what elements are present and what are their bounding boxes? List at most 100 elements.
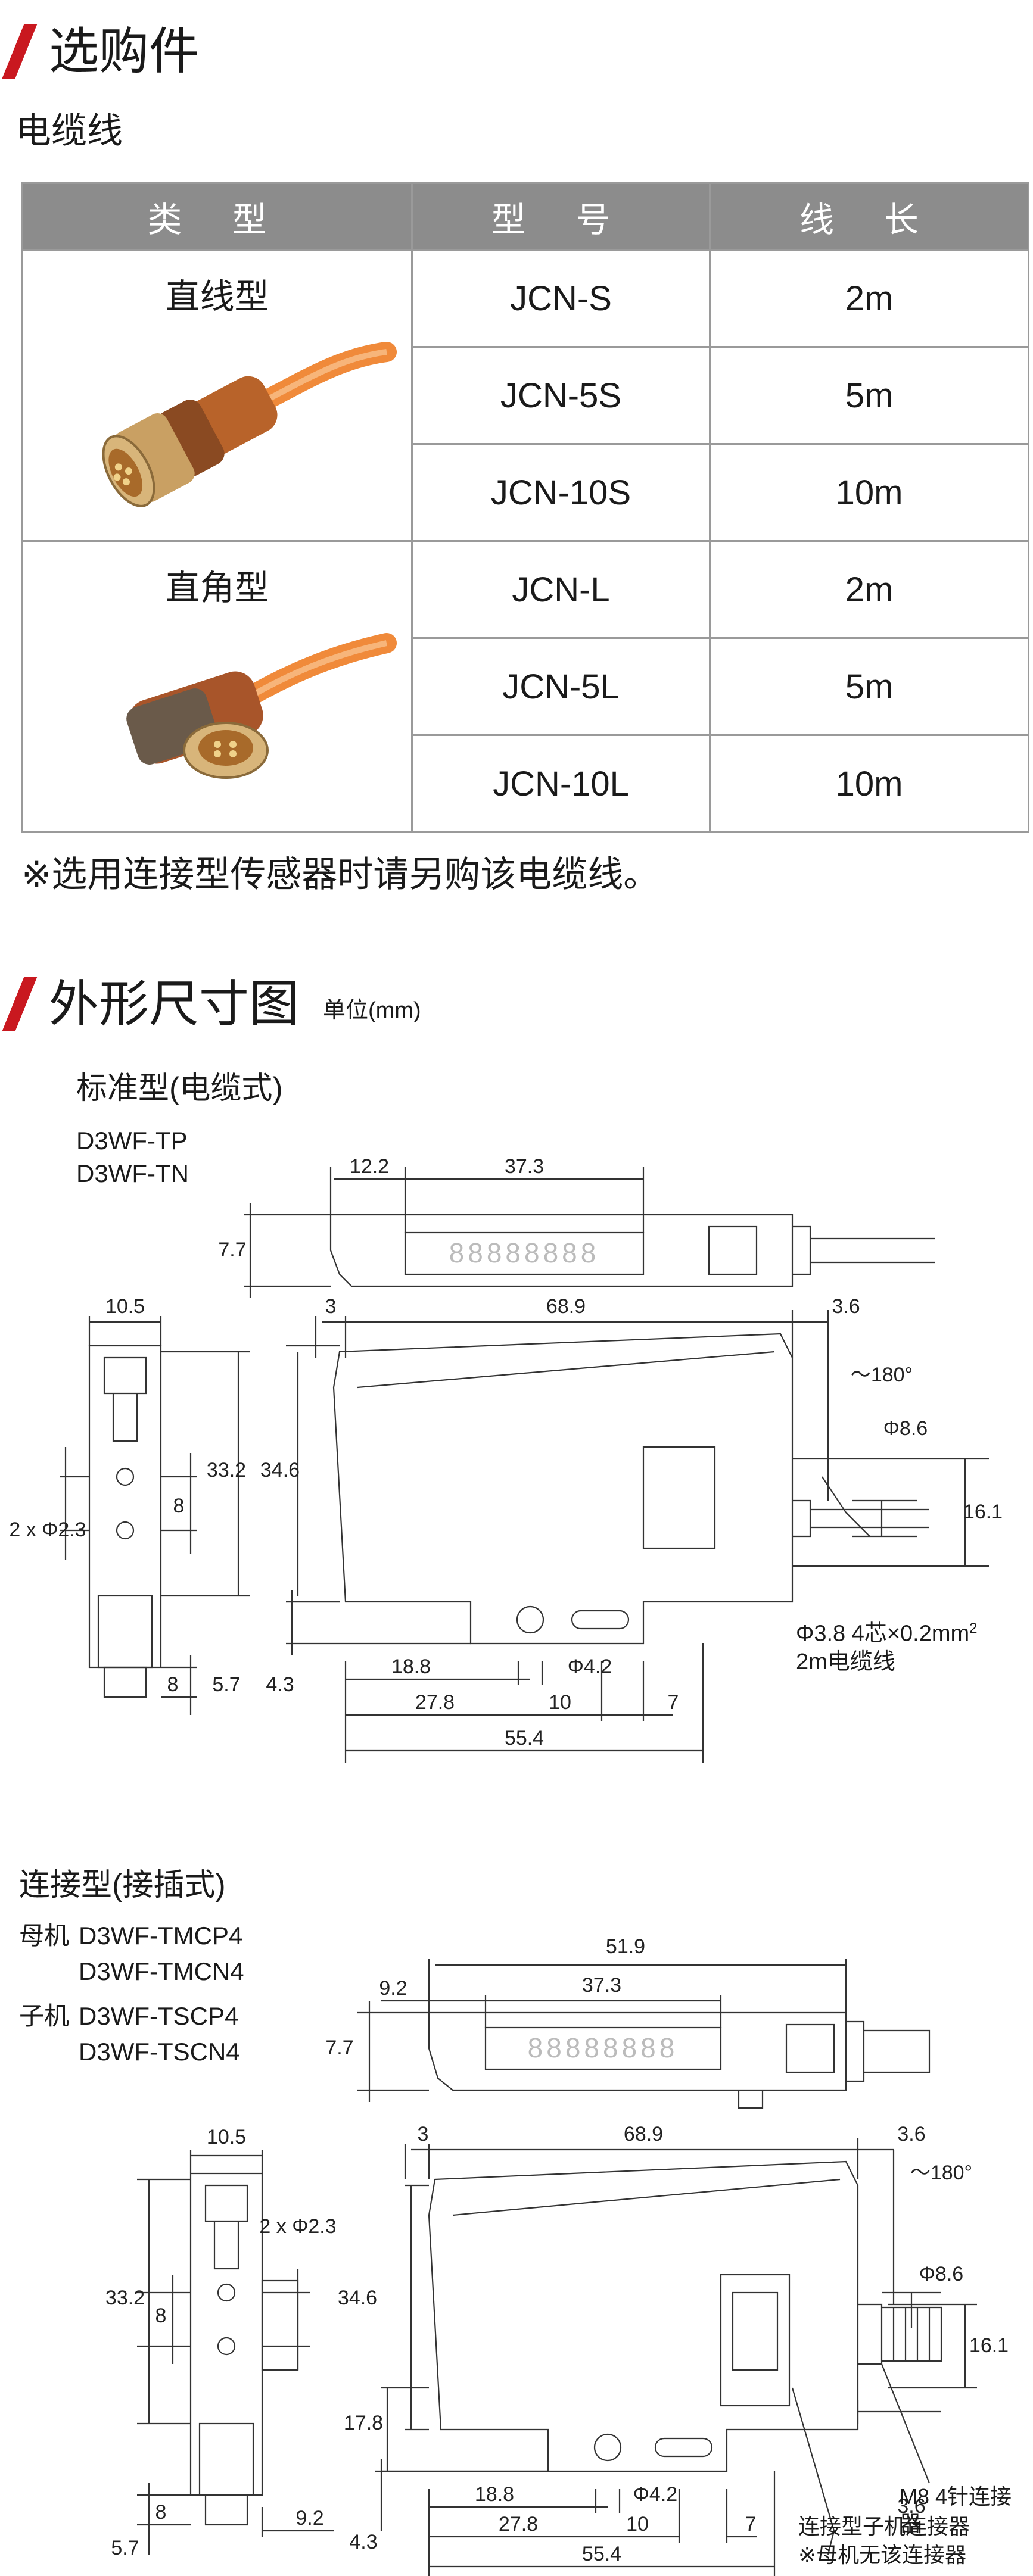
cdim-17-8: 17.8 — [344, 2412, 383, 2434]
model-cell: JCN-10S — [411, 443, 711, 542]
dim-3-6: 3.6 — [832, 1295, 860, 1318]
type-cell-straight: 直线型 — [21, 249, 413, 542]
cdim-9-2: 9.2 — [379, 1977, 407, 2000]
section-title-options: 选购件 — [2, 23, 200, 79]
cdim-9-2-bottom: 9.2 — [295, 2507, 323, 2530]
dim-3: 3 — [325, 1295, 337, 1318]
cable-subtitle: 电缆线 — [15, 111, 123, 151]
cable-length-text: 2m电缆线 — [796, 1649, 895, 1675]
standard-dimension-drawing: 12.2 37.3 7.7 10.5 3 68.9 3.6 ～180° 8 33… — [9, 1155, 1003, 1763]
dim-8: 8 — [173, 1495, 185, 1517]
dim-18-8: 18.8 — [391, 1655, 431, 1678]
dim-33-2: 33.2 — [207, 1459, 246, 1482]
connector-title: 连接型(接插式) — [19, 1868, 226, 1903]
length-cell: 2m — [709, 249, 1029, 348]
unit-label: 单位(mm) — [323, 998, 421, 1023]
straight-cable-image — [102, 342, 397, 507]
options-title-text: 选购件 — [49, 23, 200, 79]
header-type: 类 型 — [21, 182, 413, 251]
model-cell: JCN-10L — [411, 734, 711, 833]
dim-10-5: 10.5 — [105, 1295, 145, 1318]
cdim-10: 10 — [626, 2513, 649, 2536]
cdim-51-9: 51.9 — [606, 1935, 645, 1958]
length-cell: 5m — [709, 346, 1029, 445]
m8-connector-label: M8 4针连接器 — [900, 2484, 1012, 2536]
dim-phi8-6: Φ8.6 — [883, 1417, 928, 1440]
header-model: 型 号 — [411, 182, 711, 251]
title-slash-mark — [2, 977, 38, 1031]
length-cell: 10m — [709, 734, 1029, 833]
type-cell-angle: 直角型 — [21, 540, 413, 833]
dim-68-9: 68.9 — [546, 1295, 586, 1318]
male-model-1: D3WF-TSCP4 — [79, 2002, 239, 2030]
cable-spec-sup: 2 — [969, 1620, 978, 1636]
cdim-33-2: 33.2 — [105, 2287, 145, 2309]
cdim-10-5: 10.5 — [207, 2126, 246, 2148]
model-cell: JCN-5S — [411, 346, 711, 445]
length-cell: 10m — [709, 443, 1029, 542]
dim-37-3: 37.3 — [505, 1155, 544, 1178]
length-cell: 5m — [709, 637, 1029, 736]
cdim-phi2-3: 2 x Φ2.3 — [259, 2215, 336, 2238]
purchase-note: ※选用连接型传感器时请另购该电缆线。 — [21, 854, 659, 894]
cdim-7: 7 — [745, 2513, 757, 2536]
length-cell: 2m — [709, 540, 1029, 639]
dim-27-8: 27.8 — [415, 1691, 455, 1714]
cdim-3-6: 3.6 — [897, 2123, 925, 2145]
cdim-37-3: 37.3 — [582, 1974, 621, 1997]
model-cell: JCN-5L — [411, 637, 711, 736]
female-model-2: D3WF-TMCN4 — [79, 1957, 244, 1985]
cdim-8: 8 — [155, 2304, 167, 2327]
cdim-7-7: 7.7 — [325, 2037, 353, 2059]
cdim-18-8: 18.8 — [475, 2483, 514, 2506]
cable-spec-note: Φ3.8 4芯×0.2mm2 2m电缆线 — [796, 1620, 978, 1677]
cdim-16-1: 16.1 — [969, 2334, 1009, 2357]
cdim-4-3: 4.3 — [349, 2531, 377, 2553]
table-row: JCN-10L 10m — [23, 734, 1029, 833]
cdim-3-6-bottom: 3.6 — [897, 2495, 925, 2518]
male-label: 子机 — [19, 2002, 70, 2030]
standard-model-1: D3WF-TP — [76, 1127, 188, 1155]
slave-connector-label: 连接型子机连接器 — [798, 2514, 970, 2538]
dim-5-7: 5.7 — [212, 1673, 240, 1696]
type-name-angle: 直角型 — [165, 569, 269, 607]
female-label: 母机 — [19, 1922, 70, 1950]
standard-model-2: D3WF-TN — [76, 1159, 189, 1187]
dim-7-7: 7.7 — [218, 1239, 246, 1261]
dim-16-1: 16.1 — [963, 1501, 1003, 1523]
dim-8-bottom: 8 — [167, 1673, 179, 1696]
display-digits: 88888888 — [449, 1237, 600, 1268]
cdisplay-digits: 88888888 — [528, 2032, 679, 2063]
table-row: 直角型 JCN-L 2m — [21, 540, 1029, 833]
dim-55-4: 55.4 — [505, 1727, 544, 1749]
cangle-180: ～180° — [910, 2162, 972, 2184]
cdim-55-4: 55.4 — [582, 2543, 621, 2565]
standard-title: 标准型(电缆式) — [76, 1071, 283, 1106]
cdim-34-6: 34.6 — [338, 2287, 377, 2309]
cdim-phi8-6: Φ8.6 — [919, 2263, 963, 2285]
cdim-68-9: 68.9 — [624, 2123, 663, 2145]
angle-cable-image — [126, 633, 397, 779]
dim-phi4-2: Φ4.2 — [568, 1655, 612, 1678]
title-slash-mark — [2, 24, 38, 79]
angle-180: ～180° — [851, 1364, 913, 1386]
cdim-8-bottom: 8 — [155, 2501, 167, 2524]
table-row: JCN-5S 5m — [23, 346, 1029, 445]
no-connector-note: ※母机无该连接器 — [798, 2543, 967, 2567]
dim-phi2-3: 2 x Φ2.3 — [9, 1518, 86, 1541]
header-length: 线 长 — [709, 182, 1029, 251]
cable-table: 类 型 型 号 线 长 直线型 — [21, 182, 1029, 833]
table-row: 直线型 JCN-S 2m — [21, 249, 1029, 542]
table-row: JCN-5L 5m — [23, 637, 1029, 736]
table-header-row: 类 型 型 号 线 长 — [21, 182, 1029, 251]
male-model-2: D3WF-TSCN4 — [79, 2038, 240, 2066]
cdim-27-8: 27.8 — [499, 2513, 538, 2536]
dim-7: 7 — [668, 1691, 679, 1714]
dim-34-6: 34.6 — [260, 1459, 300, 1482]
table-row: JCN-10S 10m — [23, 443, 1029, 542]
dim-4-3: 4.3 — [266, 1673, 294, 1696]
cdim-phi4-2: Φ4.2 — [633, 2483, 677, 2506]
model-cell: JCN-L — [411, 540, 711, 639]
cable-spec-text: Φ3.8 4芯×0.2mm — [796, 1621, 970, 1646]
dim-10: 10 — [549, 1691, 571, 1714]
